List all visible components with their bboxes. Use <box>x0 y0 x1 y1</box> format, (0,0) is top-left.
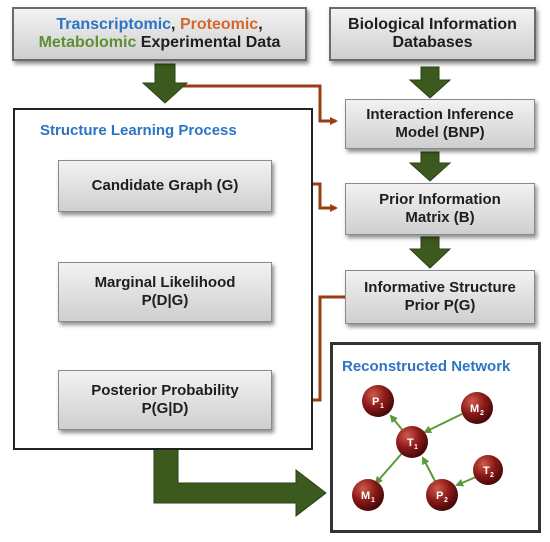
node-p1: P 1 <box>362 385 394 417</box>
metabolomic-label: Metabolomic <box>38 34 137 51</box>
structure-learning-title: Structure Learning Process <box>40 122 237 139</box>
transcriptomic-label: Transcriptomic <box>56 16 172 33</box>
experimental-data-line2: Metabolomic Experimental Data <box>39 34 281 52</box>
experimental-data-label: Experimental Data <box>136 34 281 51</box>
node-m2: M 2 <box>461 392 493 424</box>
edge-p2-to-t1 <box>422 456 437 484</box>
svg-text:1: 1 <box>380 403 384 410</box>
posterior-probability-box: Posterior Probability P(G|D) <box>58 370 272 430</box>
separator-1: , <box>171 16 180 33</box>
informative-prior-line2: Prior P(G) <box>404 297 476 314</box>
svg-text:T: T <box>483 465 490 477</box>
node-t1: T 1 <box>396 426 428 458</box>
marginal-likelihood-line2: P(D|G) <box>141 292 189 309</box>
interaction-inference-line1: Interaction Inference <box>366 106 514 123</box>
candidate-graph-box: Candidate Graph (G) <box>58 160 272 212</box>
edge-t2-to-p2 <box>455 476 477 487</box>
prior-information-box: Prior Information Matrix (B) <box>345 183 535 235</box>
interaction-inference-line2: Model (BNP) <box>395 124 485 141</box>
svg-text:2: 2 <box>490 472 494 479</box>
experimental-data-line1: Transcriptomic, Proteomic, <box>56 16 262 34</box>
data-to-interaction-connector <box>168 84 338 125</box>
svg-text:2: 2 <box>480 410 484 417</box>
reconstructed-network-title: Reconstructed Network <box>342 358 511 375</box>
svg-text:2: 2 <box>444 497 448 504</box>
databases-box: Biological Information Databases <box>329 7 536 61</box>
candidate-graph-label: Candidate Graph (G) <box>91 177 239 194</box>
separator-2: , <box>258 16 263 33</box>
green-arrow-interaction-down <box>408 151 452 182</box>
svg-text:P: P <box>372 396 379 408</box>
proteomic-label: Proteomic <box>179 16 259 33</box>
svg-text:1: 1 <box>414 444 418 451</box>
svg-text:M: M <box>470 403 479 415</box>
databases-line1: Biological Information <box>348 16 517 33</box>
edge-t1-to-m1 <box>374 450 405 485</box>
node-p2: P 2 <box>426 479 458 511</box>
marginal-likelihood-line1: Marginal Likelihood <box>94 274 236 291</box>
prior-information-line1: Prior Information <box>379 191 501 208</box>
posterior-probability-line1: Posterior Probability <box>91 382 239 399</box>
node-m1: M 1 <box>352 479 384 511</box>
green-arrow-data-down <box>141 63 189 104</box>
posterior-probability-line2: P(G|D) <box>141 400 189 417</box>
marginal-likelihood-box: Marginal Likelihood P(D|G) <box>58 262 272 322</box>
interaction-inference-box: Interaction Inference Model (BNP) <box>345 99 535 149</box>
green-arrow-posterior-to-network <box>153 431 327 518</box>
informative-prior-box: Informative Structure Prior P(G) <box>345 270 535 324</box>
svg-text:M: M <box>361 490 370 502</box>
node-t2: T 2 <box>473 455 503 485</box>
edge-m2-to-t1 <box>423 413 463 433</box>
prior-information-line2: Matrix (B) <box>405 209 475 226</box>
svg-text:P: P <box>436 490 443 502</box>
svg-text:1: 1 <box>371 497 375 504</box>
green-arrow-prior-down <box>408 236 452 269</box>
edge-t1-to-p1 <box>389 414 405 433</box>
svg-text:T: T <box>407 437 414 449</box>
green-arrow-db-down <box>408 66 452 99</box>
experimental-data-box: Transcriptomic, Proteomic, Metabolomic E… <box>12 7 307 61</box>
databases-line2: Databases <box>392 34 473 51</box>
informative-prior-line1: Informative Structure <box>364 279 516 296</box>
